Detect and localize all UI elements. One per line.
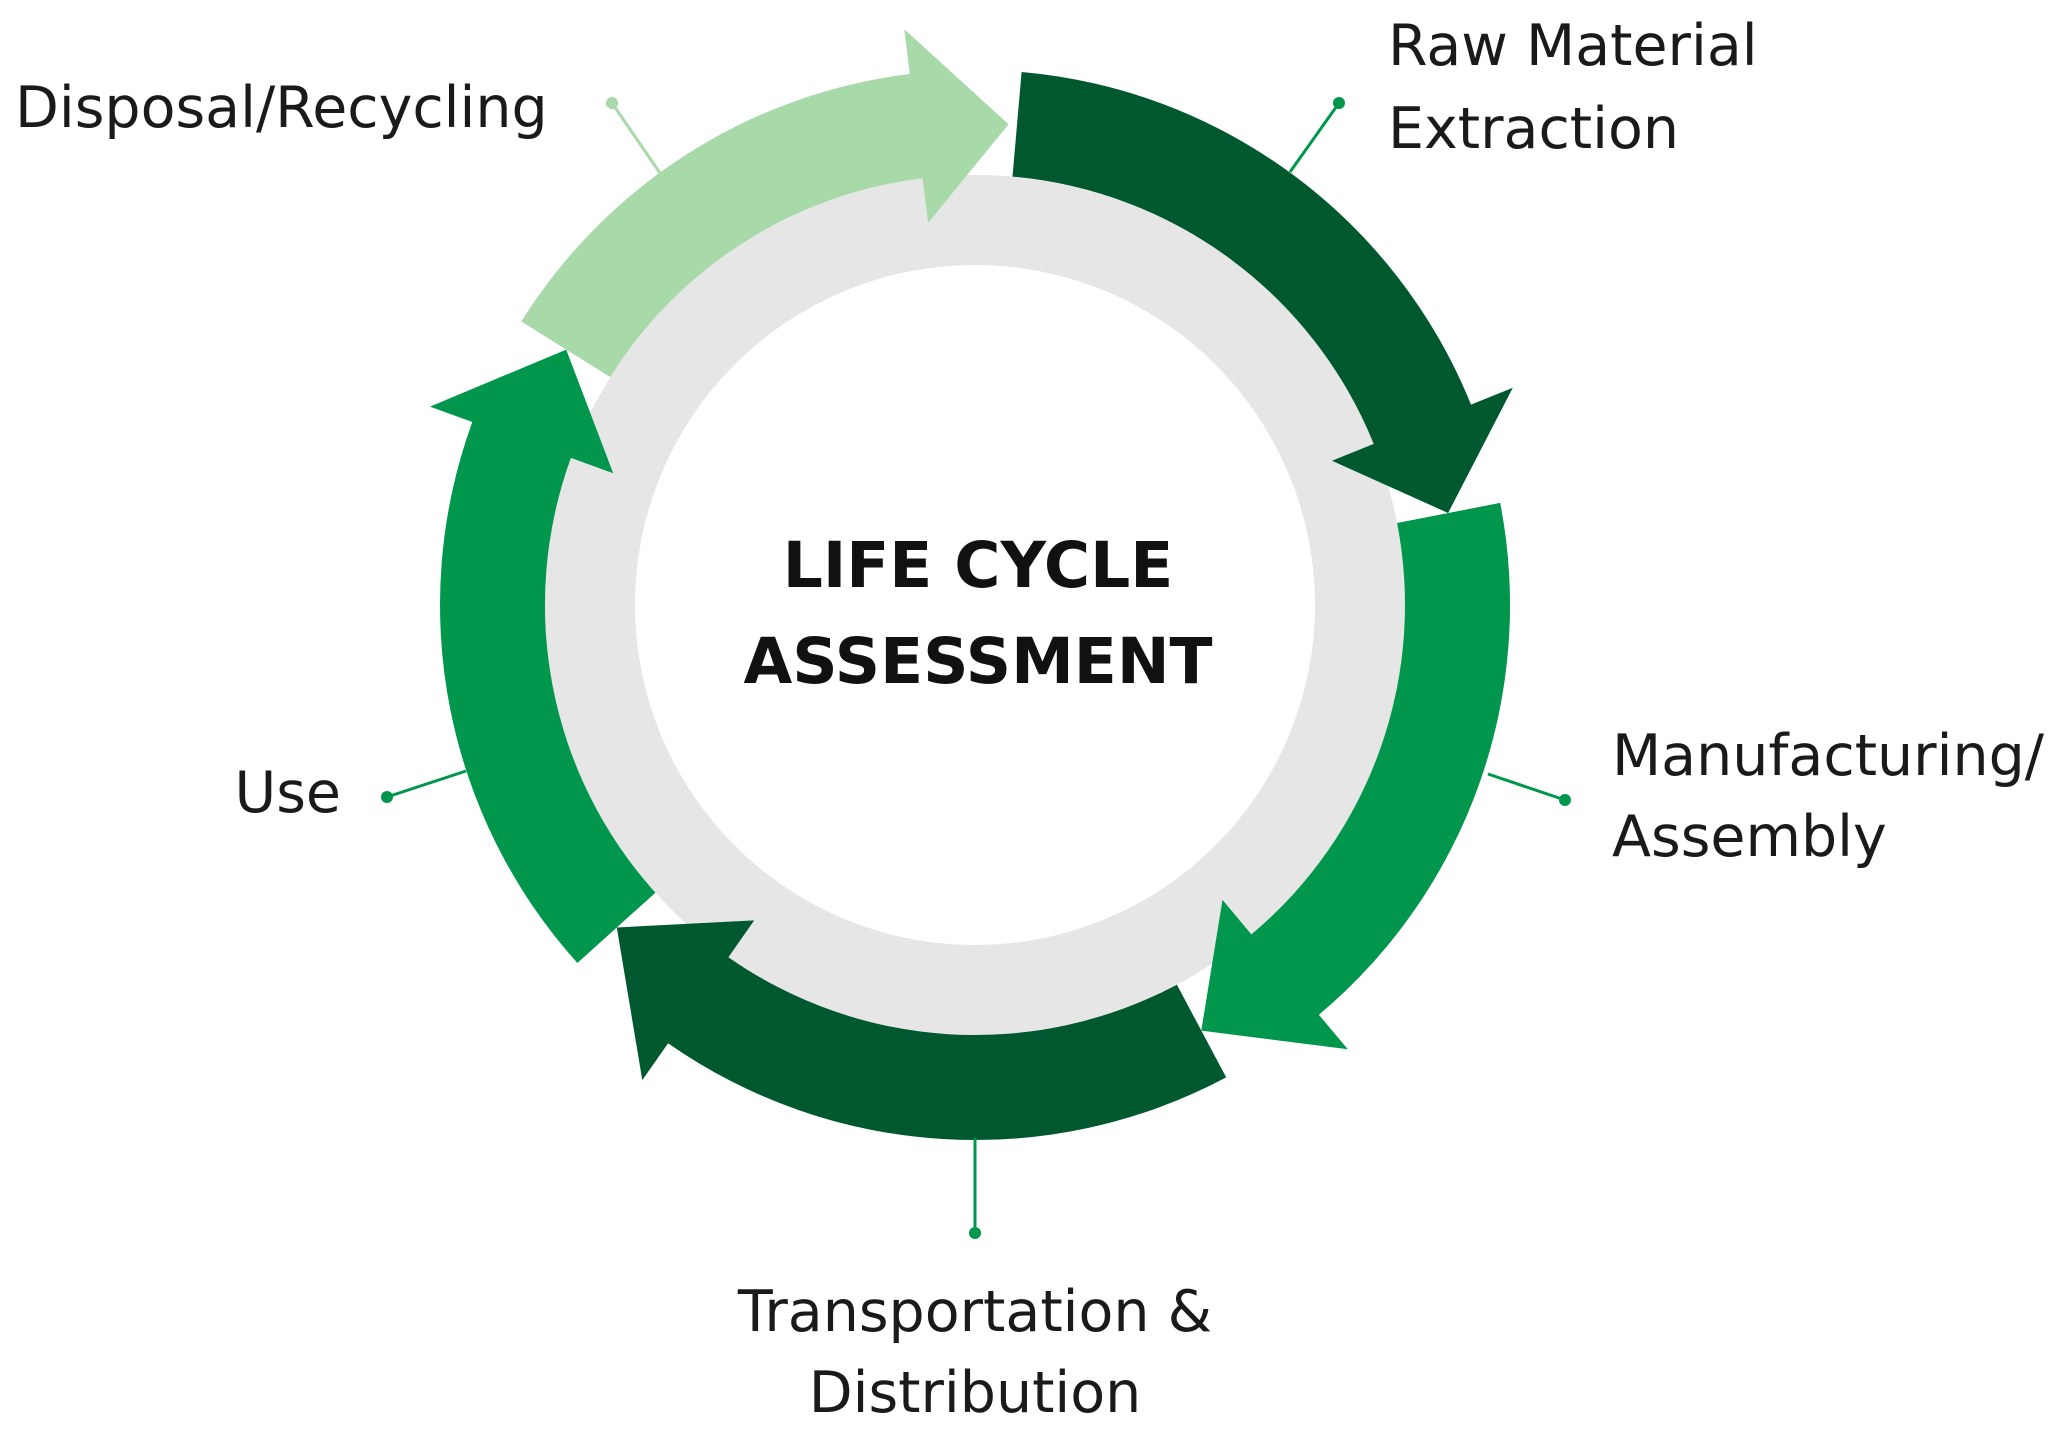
stage-label-line: Distribution: [809, 1360, 1142, 1426]
stage-label-raw-material-extraction: Raw Material Extraction: [1388, 13, 1758, 162]
stage-label-line: Raw Material: [1388, 13, 1758, 79]
stage-label-line: Extraction: [1388, 96, 1679, 162]
stage-label-line: Disposal/Recycling: [15, 75, 548, 141]
connector-raw-material-extraction: [1288, 97, 1345, 173]
stage-label-disposal-recycling: Disposal/Recycling: [15, 75, 548, 141]
arrow-disposal-recycling: [521, 29, 1009, 378]
stage-label-line: Transportation &: [737, 1279, 1212, 1345]
connector-use: [381, 769, 467, 803]
center-title: LIFE CYCLE ASSESSMENT: [743, 529, 1212, 698]
connector-manufacturing-assembly: [1487, 772, 1571, 806]
stage-label-manufacturing-assembly: Manufacturing/ Assembly: [1612, 723, 2045, 870]
arrow-manufacturing-assembly: [1201, 502, 1511, 1050]
stage-label-transportation-distribution: Transportation & Distribution: [737, 1279, 1212, 1426]
cycle-arrows: [430, 29, 1513, 1141]
connector-transportation-distribution: [969, 1138, 981, 1239]
stage-label-line: Manufacturing/: [1612, 723, 2045, 789]
center-title-line-1: LIFE CYCLE: [783, 529, 1174, 602]
arrow-raw-material-extraction: [1012, 72, 1513, 513]
center-disc: [635, 265, 1315, 945]
stage-label-line: Use: [235, 760, 342, 826]
arrow-use: [430, 349, 656, 964]
center-title-line-2: ASSESSMENT: [743, 625, 1212, 698]
arrow-transportation-distribution: [616, 920, 1227, 1141]
stage-label-use: Use: [235, 760, 342, 826]
stage-connectors: [381, 97, 1571, 1239]
connector-disposal-recycling: [606, 97, 664, 177]
stage-label-line: Assembly: [1612, 804, 1887, 870]
